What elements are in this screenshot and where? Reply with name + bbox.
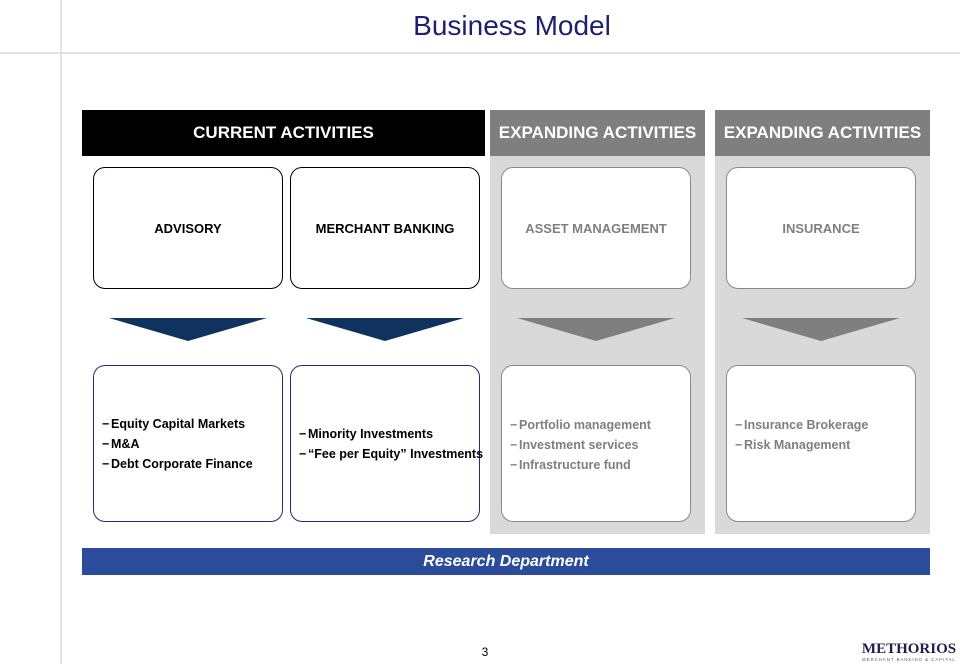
dash-icon: − bbox=[510, 458, 518, 472]
dash-icon: − bbox=[299, 446, 307, 461]
down-arrow-icon bbox=[517, 318, 675, 342]
research-department-label: Research Department bbox=[423, 552, 589, 570]
dash-icon: − bbox=[102, 456, 110, 471]
merchant-banking-box: MERCHANT BANKING bbox=[290, 167, 480, 289]
title-divider-line bbox=[0, 52, 960, 54]
insurance-label: INSURANCE bbox=[782, 220, 860, 236]
list-item: −Equity Capital Markets bbox=[102, 414, 282, 434]
down-arrow-icon bbox=[742, 318, 900, 342]
asset-management-label: ASSET MANAGEMENT bbox=[525, 220, 667, 236]
asset-management-services-list: −Portfolio management −Investment servic… bbox=[501, 365, 691, 522]
list-item: −Insurance Brokerage bbox=[735, 415, 915, 435]
merchant-banking-label: MERCHANT BANKING bbox=[315, 220, 455, 236]
merchant-banking-services-list: −Minority Investments −“Fee per Equity” … bbox=[290, 365, 483, 522]
research-department-bar: Research Department bbox=[82, 548, 930, 575]
list-item: −M&A bbox=[102, 434, 282, 454]
dash-icon: − bbox=[102, 436, 110, 451]
dash-icon: − bbox=[735, 418, 743, 432]
down-arrow-icon bbox=[306, 318, 464, 342]
svg-text:METHORIOS: METHORIOS bbox=[862, 641, 956, 657]
dash-icon: − bbox=[299, 426, 307, 441]
dash-icon: − bbox=[510, 438, 518, 452]
list-item: −Investment services bbox=[510, 435, 690, 455]
advisory-label: ADVISORY bbox=[154, 220, 222, 236]
insurance-box: INSURANCE bbox=[726, 167, 916, 289]
asset-management-box: ASSET MANAGEMENT bbox=[501, 167, 691, 289]
list-item: −Minority Investments bbox=[299, 424, 479, 444]
methorios-logo: METHORIOS MERCHANT BANKING & CAPITAL bbox=[862, 638, 956, 662]
page-number: 3 bbox=[481, 645, 489, 659]
list-item: −Portfolio management bbox=[510, 415, 690, 435]
advisory-services-list: −Equity Capital Markets −M&A −Debt Corpo… bbox=[93, 365, 283, 522]
expanding-activities-header: EXPANDING ACTIVITIES bbox=[715, 110, 930, 156]
advisory-box: ADVISORY bbox=[93, 167, 283, 289]
left-divider-line bbox=[60, 0, 62, 664]
dash-icon: − bbox=[102, 416, 110, 431]
list-item: −Risk Management bbox=[735, 435, 915, 455]
list-item: −Debt Corporate Finance bbox=[102, 454, 282, 474]
list-item: −Infrastructure fund bbox=[510, 455, 690, 475]
list-item: −“Fee per Equity” Investments bbox=[299, 444, 483, 464]
current-activities-header: CURRENT ACTIVITIES bbox=[82, 110, 485, 156]
dash-icon: − bbox=[510, 418, 518, 432]
dash-icon: − bbox=[735, 438, 743, 452]
down-arrow-icon bbox=[109, 318, 267, 342]
slide-title: Business Model bbox=[413, 10, 611, 41]
svg-text:MERCHANT BANKING & CAPITAL: MERCHANT BANKING & CAPITAL bbox=[862, 657, 956, 662]
expanding-activities-header: EXPANDING ACTIVITIES bbox=[490, 110, 705, 156]
insurance-services-list: −Insurance Brokerage −Risk Management bbox=[726, 365, 916, 522]
